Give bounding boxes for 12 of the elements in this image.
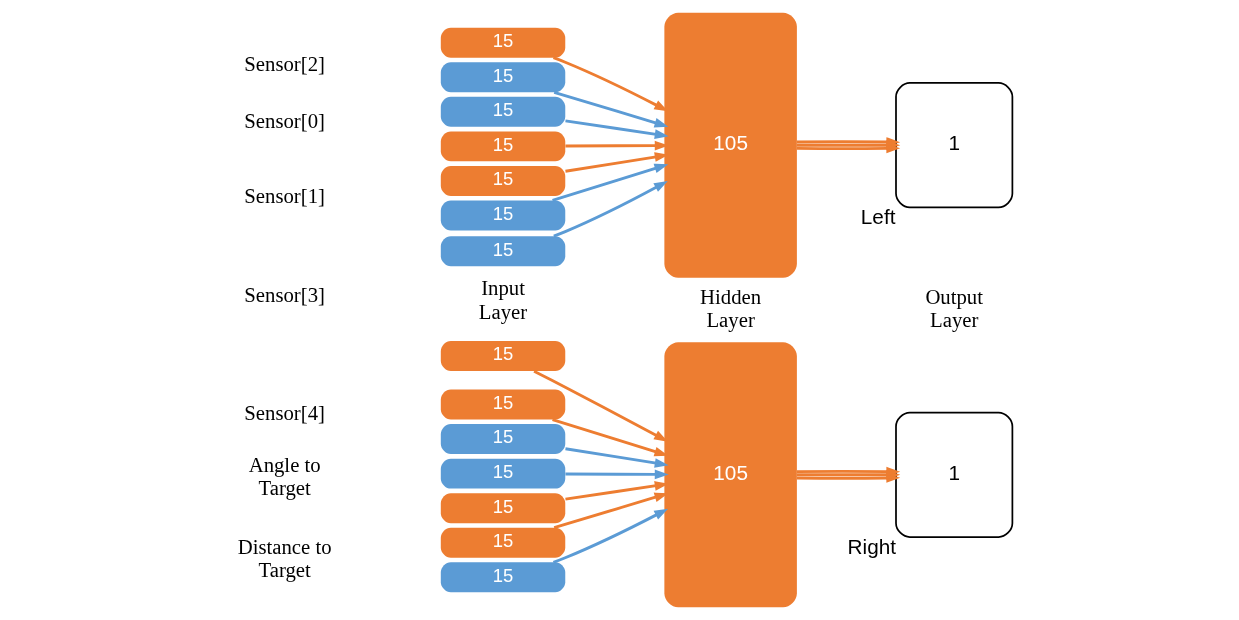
node-label: Right	[847, 534, 896, 558]
label: Angle to Target	[248, 453, 321, 499]
label: Sensor[0]	[243, 110, 325, 133]
label: Hidden Layer	[699, 285, 761, 331]
label: Distance to Target	[237, 535, 332, 581]
node-label: Left	[860, 205, 895, 229]
label: Sensor[2]	[243, 52, 325, 75]
label: Input Layer	[478, 277, 527, 323]
label: Output Layer	[924, 285, 983, 331]
label: Sensor[3]	[243, 284, 325, 307]
label: Sensor[4]	[243, 401, 325, 424]
label: Sensor[1]	[243, 185, 325, 208]
